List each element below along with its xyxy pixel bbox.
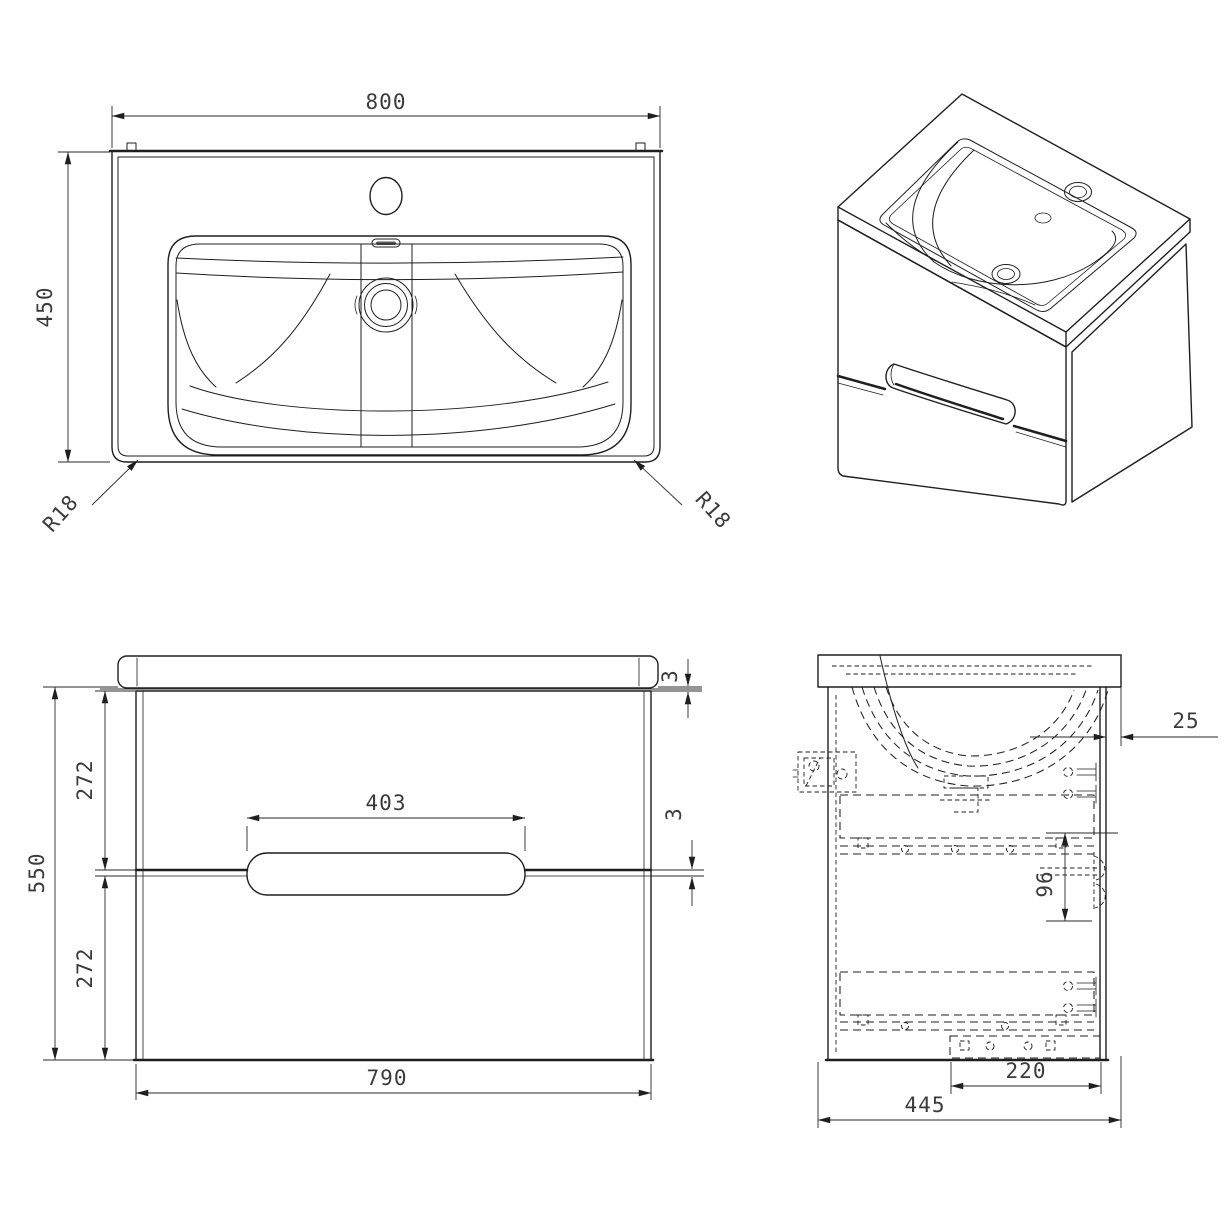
upper-slide-rail [840, 845, 1094, 855]
extension-lines [246, 826, 526, 851]
dim-depth-450: 450 [33, 151, 110, 463]
mounting-tabs [126, 142, 646, 152]
dim-width-790: 790 [135, 1064, 652, 1100]
cabinet-side-view: 25 96 220 445 [792, 654, 1218, 1128]
iso-handle [885, 363, 1016, 425]
center-channel [360, 243, 413, 448]
iso-faucet-hole [1064, 182, 1092, 202]
overflow-outline [371, 238, 401, 248]
dim-label-272-upper: 272 [73, 760, 97, 801]
iso-cabinet-body [837, 219, 1193, 506]
dim-label-r18-left: R18 [38, 490, 83, 536]
drain [354, 277, 418, 333]
cabinet-front-view: 550 272 272 403 790 3 [25, 655, 704, 1100]
side-panel [1071, 243, 1193, 503]
cabinet-carcass-front [132, 690, 655, 1062]
drawer-handle [246, 852, 526, 896]
dim-label-25: 25 [1172, 709, 1199, 733]
dim-recess-96: 96 [1033, 832, 1118, 922]
leader-line [91, 459, 139, 506]
dim-label-3-top: 3 [658, 669, 682, 683]
iso-basin-interior [885, 141, 1117, 306]
lower-slide-rail [840, 1021, 1094, 1031]
vanity-isometric-view [836, 93, 1193, 506]
upper-drawer-hidden [839, 794, 1095, 855]
overflow-slot [371, 238, 401, 248]
extension-lines [651, 869, 704, 877]
radius-callout-right: R18 [633, 459, 736, 534]
drawer-front-face [837, 219, 1067, 506]
iso-overflow [1034, 212, 1052, 224]
dim-handle-403: 403 [246, 791, 526, 851]
basin-rim-inner [175, 243, 624, 448]
extension-lines [651, 686, 702, 692]
dim-label-403: 403 [366, 791, 407, 815]
leader-line [633, 459, 683, 506]
extension-lines [43, 686, 134, 1061]
iso-ceramic-top [837, 93, 1191, 348]
dim-drawer-lower-272: 272 [73, 875, 109, 1061]
basin-opening-inner [889, 146, 1126, 306]
dim-label-800: 800 [366, 90, 407, 114]
top-face [837, 93, 1191, 333]
dim-width-800: 800 [111, 90, 661, 148]
lower-drawer-hidden [839, 971, 1095, 1031]
iso-drawer-gap-and-handle [836, 363, 1068, 448]
hidden-basin-profile [851, 655, 1109, 813]
dim-overhang-25: 25 [1030, 709, 1218, 741]
top-slab-edge [837, 219, 1191, 348]
basin-outer-outline [111, 150, 661, 463]
bottom-trap-bracket [949, 1035, 1101, 1059]
side-carcass [824, 686, 1122, 1128]
dim-gap-middle-3: 3 [651, 807, 704, 906]
faucet-hole [369, 176, 403, 216]
front-panel [1099, 686, 1107, 1061]
cabinet-outline [135, 690, 652, 1061]
drawer-gap-shadow [836, 374, 1068, 443]
handle-recess-profile [1093, 852, 1106, 910]
basin-opening [879, 138, 1137, 312]
basin-rim-outer [167, 235, 632, 456]
dim-label-550: 550 [25, 853, 49, 894]
dim-depth-445: 445 [817, 1062, 1122, 1128]
dim-label-790: 790 [367, 1066, 408, 1090]
washbasin-top-view: 800 450 [33, 90, 736, 537]
dim-label-96: 96 [1033, 870, 1057, 897]
dim-label-272-lower: 272 [73, 948, 97, 989]
extension-lines [95, 690, 136, 877]
ceramic-top-front [117, 655, 659, 689]
section-cut-line [879, 655, 919, 769]
dim-label-3-middle: 3 [662, 807, 686, 821]
basin-interior-contours [175, 243, 624, 448]
extension-lines [1046, 832, 1118, 922]
iso-drain [991, 264, 1021, 284]
dim-gap-top-3: 3 [651, 659, 702, 718]
basin-inner-contour [117, 156, 655, 457]
extension-lines [58, 151, 110, 463]
ceramic-top-side [817, 654, 1122, 688]
dim-label-r18-right: R18 [691, 487, 736, 533]
radius-callout-left: R18 [38, 459, 139, 537]
dim-label-450: 450 [33, 287, 57, 328]
dim-label-220: 220 [1006, 1059, 1047, 1083]
iso-handle-shadow [894, 382, 1005, 421]
drain-fitting [940, 775, 990, 813]
wall-bracket [792, 751, 857, 793]
dim-label-445: 445 [905, 1093, 946, 1117]
front-panel-fittings [1040, 762, 1106, 1018]
dim-drawer-upper-272: 272 [73, 690, 136, 877]
dim-trap-220: 220 [950, 1059, 1102, 1094]
dim-height-550: 550 [25, 686, 134, 1061]
